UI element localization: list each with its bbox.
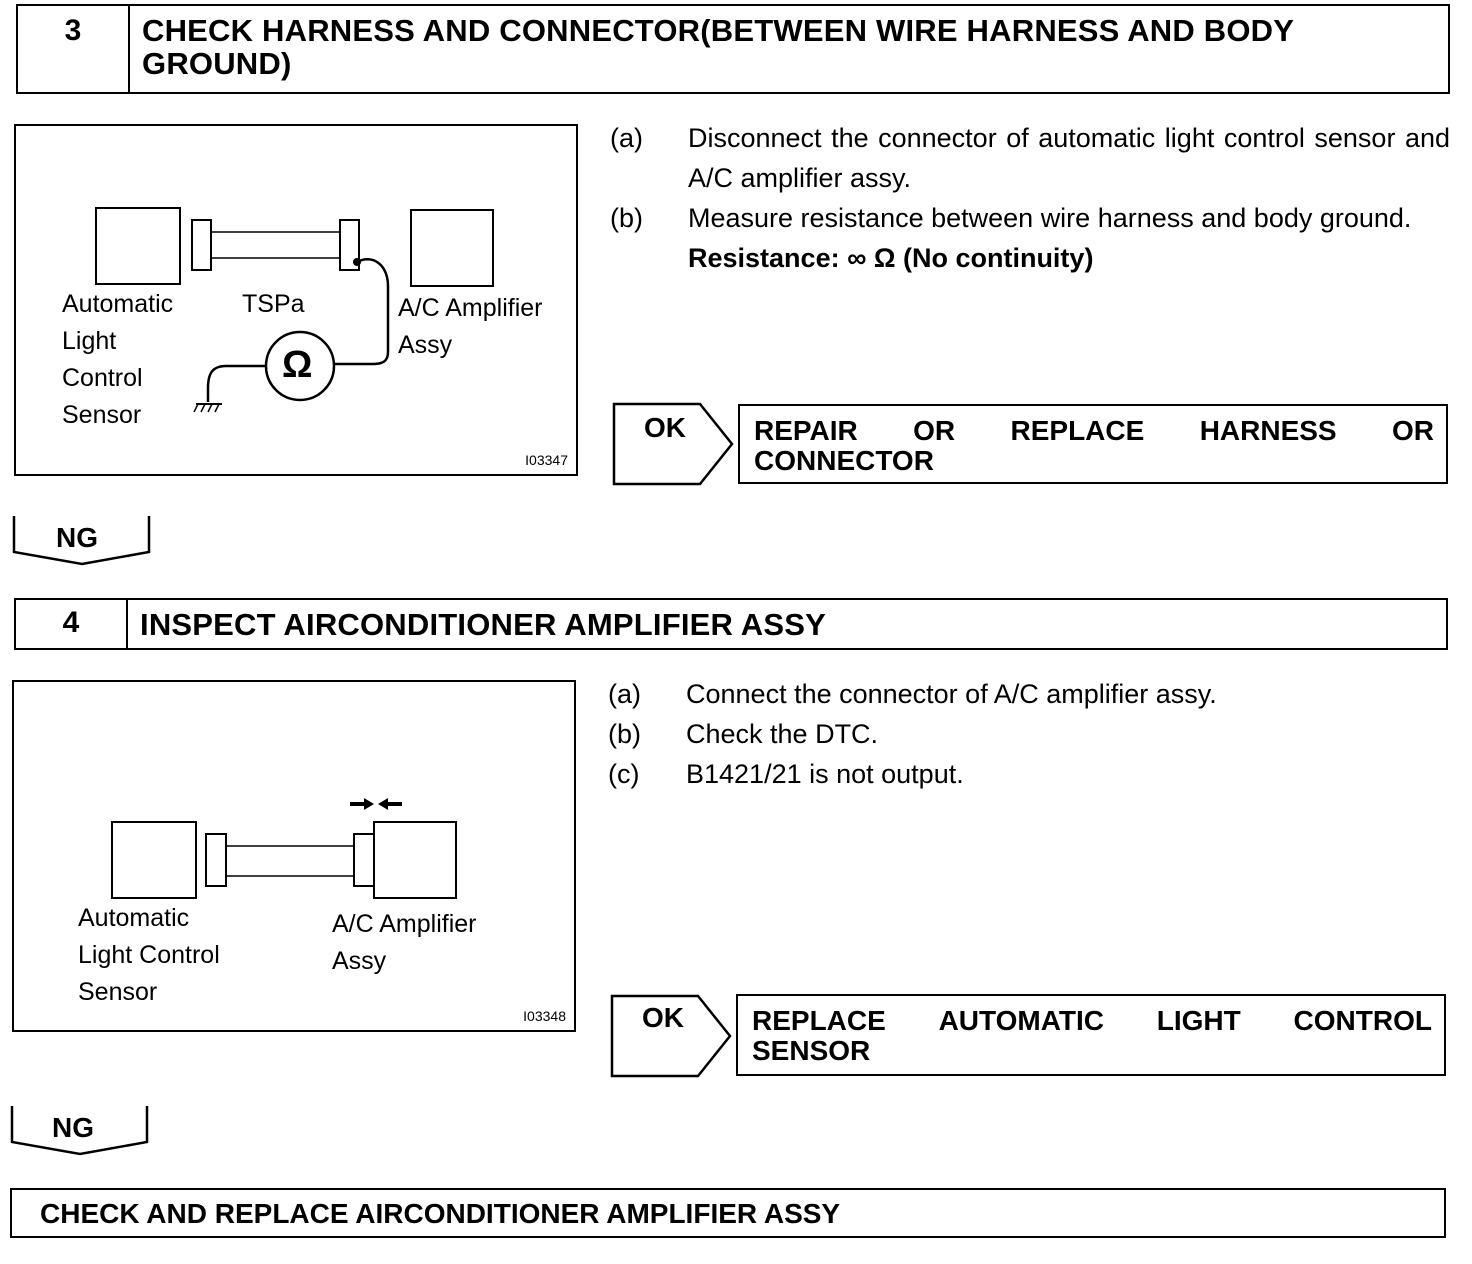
sensor-body	[111, 821, 197, 899]
label-tspa: TSPa	[242, 290, 305, 318]
sensor-connector	[205, 833, 227, 887]
step-3-ng-label: NG	[56, 522, 98, 553]
sensor-body	[95, 207, 181, 285]
figure-id: I03347	[525, 452, 568, 468]
final-action-box: CHECK AND REPLACE AIRCONDITIONER AMPLIFI…	[10, 1188, 1446, 1238]
probe-lead	[334, 258, 390, 366]
step-3-ok-arrow	[612, 402, 734, 486]
instruction-item: (a) Connect the connector of A/C amplifi…	[608, 679, 1217, 709]
step-3-instructions: (a) Disconnect the connector of automati…	[610, 118, 1450, 278]
step-4-header: 4 INSPECT AIRCONDITIONER AMPLIFIER ASSY	[14, 598, 1448, 650]
amplifier-connector	[339, 219, 360, 271]
instruction-item: (c) B1421/21 is not output.	[608, 759, 964, 789]
step-3-ok-result: REPAIR OR REPLACE HARNESS OR CONNECTOR	[738, 404, 1448, 484]
label-sensor: Automatic Light Control Sensor	[78, 904, 220, 1006]
step-3-title: CHECK HARNESS AND CONNECTOR(BETWEEN WIRE…	[142, 13, 1294, 81]
ohm-symbol: Ω	[282, 344, 313, 386]
step-4-figure: Automatic Light Control Sensor A/C Ampli…	[12, 680, 576, 1032]
step-3-figure: Ω Automatic Light Control Sensor TSPa A/…	[14, 124, 578, 476]
instruction-item: (b) Measure resistance between wire harn…	[610, 203, 1412, 233]
step-3-ok-label: OK	[644, 412, 686, 443]
label-amplifier: A/C Amplifier Assy	[398, 294, 543, 359]
step-4-ng-label: NG	[52, 1112, 94, 1143]
step-4-ok-result: REPLACE AUTOMATIC LIGHT CONTROL SENSOR	[736, 994, 1446, 1076]
figure-id: I03348	[523, 1008, 566, 1024]
step-4-connector-diagram	[111, 798, 457, 899]
instruction-item: (b) Check the DTC.	[608, 719, 879, 749]
spec-row: Resistance: ∞ Ω (No continuity)	[610, 238, 1450, 278]
step-4-title: INSPECT AIRCONDITIONER AMPLIFIER ASSY	[140, 607, 826, 642]
sensor-connector	[191, 219, 212, 271]
step-4-ok-arrow	[610, 994, 732, 1078]
resistance-spec: Resistance: ∞ Ω (No continuity)	[688, 243, 1094, 273]
step-3-ng-tab	[12, 516, 151, 566]
step-4-number: 4	[16, 600, 128, 648]
amplifier-connector	[353, 833, 375, 887]
step-3-header: 3 CHECK HARNESS AND CONNECTOR(BETWEEN WI…	[16, 4, 1450, 94]
amplifier-body	[373, 821, 457, 899]
step-4-ng-tab	[10, 1106, 149, 1156]
step-3-wiring-diagram	[95, 207, 494, 413]
step-4-instructions: (a) Connect the connector of A/C amplifi…	[608, 674, 1448, 794]
connect-arrows-icon	[350, 798, 402, 810]
label-amplifier: A/C Amplifier Assy	[332, 910, 477, 975]
amplifier-body	[410, 209, 494, 287]
instruction-item: (a) Disconnect the connector of automati…	[610, 123, 1450, 193]
step-4-ok-label: OK	[642, 1002, 684, 1033]
step-3-number: 3	[18, 6, 130, 92]
label-sensor: Automatic Light Control Sensor	[62, 290, 174, 429]
